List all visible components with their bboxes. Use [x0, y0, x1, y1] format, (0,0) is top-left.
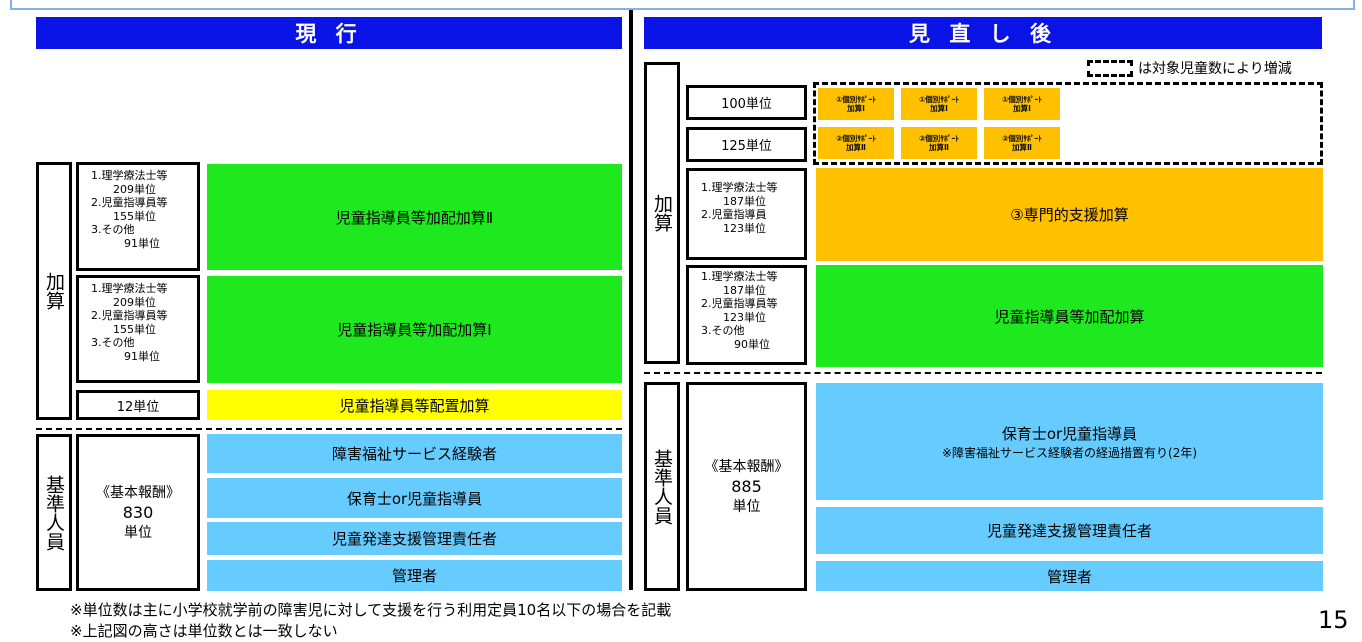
revised-header: 見 直 し 後	[644, 17, 1322, 49]
revised-addition-name: 児童指導員等加配加算	[816, 265, 1323, 367]
legend-text: は対象児童数により増減	[1138, 61, 1292, 77]
support1-units: 100単位	[686, 85, 807, 120]
specialist-units: 1.理学療法士等 187単位 2.児童指導員 123単位	[686, 168, 807, 260]
revised-base-unit: 単位	[732, 498, 761, 515]
current-base-label: 《基本報酬》	[96, 484, 180, 501]
center-divider	[629, 10, 633, 590]
revised-addition-units: 1.理学療法士等 187単位 2.児童指導員等 123単位 3.その他 90単位	[686, 265, 807, 365]
revised-divider	[644, 372, 1322, 374]
current-staff-3: 児童発達支援管理責任者	[207, 522, 622, 555]
support1-item-2: ①個別ｻﾎﾟｰﾄ 加算Ⅰ	[901, 88, 977, 120]
support2-item-3: ②個別ｻﾎﾟｰﾄ 加算Ⅱ	[984, 127, 1060, 159]
current-kihon-label: 基準人員	[36, 434, 72, 591]
revised-kihon-label: 基準人員	[644, 382, 680, 591]
current-addition2-units: 1.理学療法士等 209単位 2.児童指導員等 155単位 3.その他 91単位	[76, 162, 200, 271]
current-header: 現 行	[36, 17, 622, 49]
revised-base-box: 《基本報酬》 885 単位	[686, 382, 807, 591]
support2-item-2: ②個別ｻﾎﾟｰﾄ 加算Ⅱ	[901, 127, 977, 159]
current-placement-name: 児童指導員等配置加算	[207, 390, 622, 420]
revised-kasan-label: 加算	[644, 62, 680, 364]
revised-staff-main-title: 保育士or児童指導員	[1001, 424, 1138, 443]
revised-staff-2: 管理者	[816, 561, 1323, 591]
revised-staff-main: 保育士or児童指導員 ※障害福祉サービス経験者の経過措置有り(2年)	[816, 383, 1323, 500]
current-kasan-label: 加算	[36, 162, 72, 420]
support1-item-1: ①個別ｻﾎﾟｰﾄ 加算Ⅰ	[818, 88, 894, 120]
support2-units: 125単位	[686, 127, 807, 162]
current-placement-units: 12単位	[76, 390, 200, 420]
footnote-2: ※上記図の高さは単位数とは一致しない	[70, 622, 338, 640]
support1-item-3: ①個別ｻﾎﾟｰﾄ 加算Ⅰ	[984, 88, 1060, 120]
current-addition1-units: 1.理学療法士等 209単位 2.児童指導員等 155単位 3.その他 91単位	[76, 275, 200, 383]
page-number: 15	[1318, 606, 1349, 634]
footnote-1: ※単位数は主に小学校就学前の障害児に対して支援を行う利用定員10名以下の場合を記…	[70, 601, 672, 619]
revised-staff-main-note: ※障害福祉サービス経験者の経過措置有り(2年)	[941, 445, 1198, 460]
current-divider	[36, 428, 622, 430]
top-frame-line	[10, 0, 1355, 10]
revised-base-label: 《基本報酬》	[704, 458, 789, 475]
current-base-unit: 単位	[124, 524, 152, 541]
current-staff-2: 保育士or児童指導員	[207, 478, 622, 518]
current-base-value: 830	[122, 502, 154, 522]
current-staff-4: 管理者	[207, 560, 622, 591]
specialist-name: ③専門的支援加算	[816, 168, 1323, 261]
current-addition2-name: 児童指導員等加配加算Ⅱ	[207, 164, 622, 270]
current-base-box: 《基本報酬》 830 単位	[76, 434, 200, 591]
current-staff-1: 障害福祉サービス経験者	[207, 434, 622, 473]
current-addition1-name: 児童指導員等加配加算Ⅰ	[207, 276, 622, 383]
revised-base-value: 885	[731, 476, 762, 496]
variable-dashed-frame	[813, 82, 1323, 165]
support2-item-1: ②個別ｻﾎﾟｰﾄ 加算Ⅱ	[818, 127, 894, 159]
revised-staff-1: 児童発達支援管理責任者	[816, 507, 1323, 554]
legend-dashed-icon	[1087, 60, 1133, 77]
